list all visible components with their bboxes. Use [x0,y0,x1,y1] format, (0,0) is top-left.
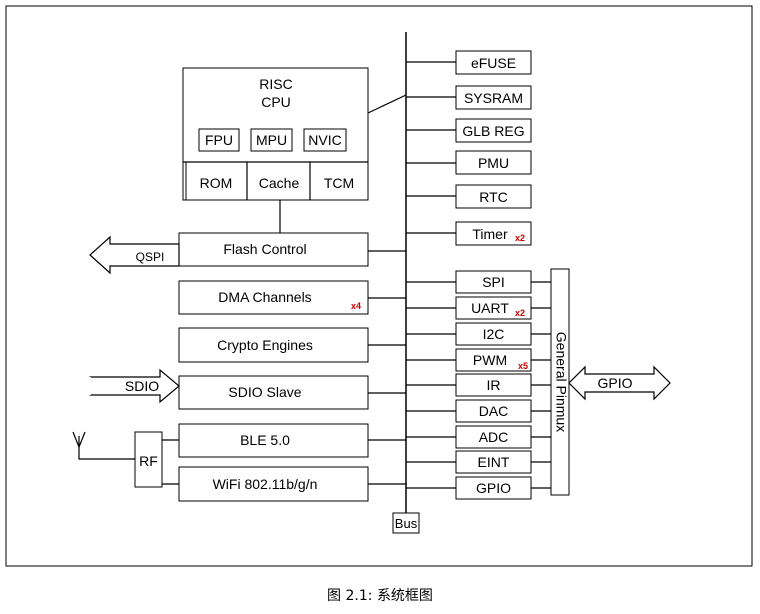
uart-label: UART [471,300,509,316]
mpu-box [250,128,293,152]
glb-reg-label: GLB REG [462,123,524,139]
sysram-label: SYSRAM [464,90,523,106]
glb-reg-box [455,118,532,143]
dma-channels-box [178,280,369,315]
cache-label: Cache [259,175,300,191]
diagram-frame [5,5,753,567]
ir-label: IR [487,377,501,393]
tcm-label: TCM [324,175,354,191]
sysram-box [455,85,532,110]
crypto-engines-block: Crypto Engines [178,327,369,363]
general-pinmux-block: General Pinmux [550,268,570,496]
antenna-icon [72,431,86,448]
pinmux-box [550,268,570,496]
gpio-arrow-shape [568,365,671,401]
flash-control-block: Flash Control [178,232,369,267]
gpio-external-label: GPIO [597,375,632,391]
figure-caption: 图 2.1: 系统框图 [0,585,760,605]
sdio-slave-block: SDIO Slave [178,375,369,410]
timer-label: Timer [472,226,508,242]
caption-title: 系统框图 [376,588,433,604]
fpu-box [198,128,240,152]
wifi-label: WiFi 802.11b/g/n [213,476,318,492]
cpu-block: RISC CPU FPU MPU NVIC ROM Cache TCM [182,67,369,201]
sdio-external-label: SDIO [125,378,159,394]
rom-label: ROM [200,175,233,191]
rf-block: RF [72,431,179,488]
qspi-label: QSPI [136,250,165,264]
efuse-label: eFUSE [471,55,516,71]
pmu-label: PMU [478,155,509,171]
pwm-label: PWM [473,352,507,368]
fpu-label: FPU [205,132,233,148]
efuse-box [455,50,532,75]
top-peripherals: eFUSE SYSRAM GLB REG PMU RTC Timer x2 [406,50,532,246]
caption-prefix: 图 2.1: [327,588,373,604]
wifi-box [178,466,369,502]
dma-channels-label: DMA Channels [218,289,311,305]
cpu-title-line2: CPU [261,94,291,110]
sdio-arrow: SDIO [89,368,180,404]
rf-label: RF [139,453,158,469]
cpu-bus-link [367,94,407,114]
timer-box [455,221,532,246]
nvic-box [303,128,347,152]
wifi-block: WiFi 802.11b/g/n [178,466,369,502]
cpu-title-line1: RISC [259,76,292,92]
eint-label: EINT [478,454,510,470]
sdio-arrow-shape [89,368,180,404]
pinmux-label: General Pinmux [553,332,569,432]
timer-multiplier: x2 [515,233,525,243]
mpu-label: MPU [256,132,287,148]
ble-block: BLE 5.0 [178,423,369,458]
antenna-feed [78,436,135,460]
uart-multiplier: x2 [515,308,525,318]
flash-control-label: Flash Control [223,241,306,257]
ble-label: BLE 5.0 [240,432,290,448]
rtc-label: RTC [479,189,508,205]
dac-label: DAC [479,403,509,419]
gpio-label: GPIO [476,480,511,496]
sdio-slave-label: SDIO Slave [228,384,301,400]
qspi-arrow: QSPI [89,235,180,275]
qspi-arrow-shape [89,235,180,275]
gpio-arrow: GPIO [568,365,671,401]
pwm-multiplier: x5 [518,361,528,371]
rtc-box [455,184,532,209]
spi-label: SPI [482,274,505,290]
io-peripherals: SPI UART x2 I2C PWM x5 IR DAC ADC [406,270,551,500]
nvic-label: NVIC [308,132,341,148]
rf-box [134,431,163,488]
crypto-engines-label: Crypto Engines [217,337,313,353]
dma-channels-block: DMA Channels x4 [178,280,369,315]
bus-box [392,512,420,534]
i2c-label: I2C [483,326,505,342]
dma-multiplier: x4 [351,301,361,311]
bus-label: Bus [395,516,418,531]
pmu-box [455,150,532,175]
adc-label: ADC [479,429,509,445]
